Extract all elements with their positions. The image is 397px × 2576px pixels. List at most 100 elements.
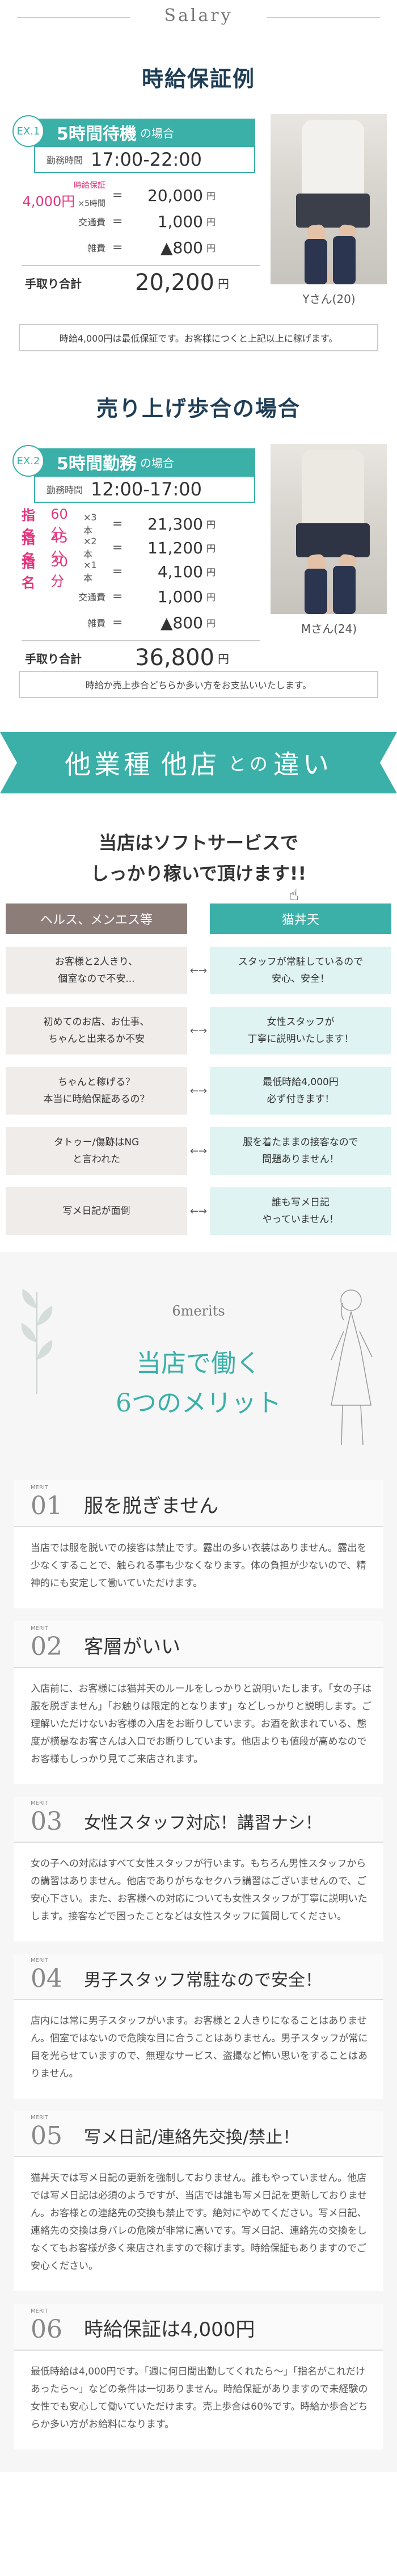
total-value: 20,200 (135, 270, 214, 296)
guarantee-small: 時給保証 (74, 180, 105, 190)
ex2-calc: 指名 60分 ×3本 = 21,300 円 指名 45分 ×2本 = 11,20… (22, 506, 260, 671)
nominate-name: 指名 (22, 531, 35, 567)
calc-row: 雑費 = ▲800 円 (22, 234, 260, 260)
merit-title: 時給保証は4,000円 (84, 2318, 255, 2341)
ex1-bar-main: 5時間待機 (57, 124, 137, 144)
ex2-bar: 5時間勤務 の場合 (34, 448, 255, 476)
merit-number: 03 (31, 1807, 62, 1836)
arrow-icon: ←→ (189, 1145, 208, 1157)
merit-title: 服を脱ぎません (84, 1495, 218, 1518)
compare-heading-line1: 当店はソフトサービスで (98, 832, 298, 854)
salary-heading: Salary (164, 6, 233, 26)
merit-title: 客層がいい (84, 1636, 180, 1658)
compare-row: ちゃんと稼げる？ 本当に時給保証あるの？ ←→ 最低時給4,000円 必ず付きま… (6, 1067, 391, 1115)
ex2-time: 勤務時間 12:00-17:00 (34, 476, 255, 503)
yen-unit: 円 (218, 652, 229, 666)
ex2-bar-suffix: の場合 (140, 456, 174, 470)
yen-unit: 円 (206, 567, 216, 578)
total-row: 手取り合計 36,800 円 (22, 640, 260, 671)
compare-left-cell: お客様と2人きり、 個室なので不安... (6, 947, 187, 994)
total-label: 手取り合計 (25, 276, 82, 291)
pointing-hand-icon: ☝ (289, 885, 299, 904)
ex2-time-value: 12:00-17:00 (91, 478, 202, 500)
equals-sign: = (112, 564, 123, 579)
equals-sign: = (112, 540, 123, 555)
merit-number: 06 (31, 2315, 62, 2344)
compare-table: ヘルス、メンエス等 ☝ 猫丼天 お客様と2人きり、 個室なので不安... ←→ … (6, 885, 391, 1235)
calc-row: 時給保証 4,000円 ×5時間 = 20,000 円 (22, 181, 260, 210)
merit-body: 女の子への対応はすべて女性スタッフが行います。もちろん男性スタッフからの講習はあ… (31, 1858, 368, 1922)
merit-body: 猫丼天では写メ日記の更新を強制しておりません。誰もやっていません。他店では写メ日… (31, 2172, 368, 2272)
nominate-row: 指名 30分 ×1本 = 4,100 円 (22, 554, 260, 591)
compare-right-cell: 女性スタッフが 丁寧に説明いたします！ (210, 1007, 391, 1054)
compare-right-cell: 服を着たままの接客なので 問題ありません！ (210, 1127, 391, 1175)
merit-body: 入店前に、お客様には猫丼天のルールをしっかりと説明いたします。「女の子は服を脱ぎ… (31, 1683, 372, 1765)
calc-value: 4,100 (157, 562, 203, 581)
banner-part3: との (228, 753, 271, 775)
calc-value: 1,000 (157, 587, 203, 606)
yen-unit: 円 (218, 276, 229, 291)
calc-value: 20,000 (147, 186, 203, 205)
yen-unit: 円 (206, 519, 216, 530)
merit-title: 男子スタッフ常駐なので安全！ (84, 1970, 322, 1990)
our-shop-header-label: 猫丼天 (281, 913, 319, 927)
compare-row: 写メ日記が面倒 ←→ 誰も写メ日記 やっていません！ (6, 1187, 391, 1235)
merit-body: 店内には常に男子スタッフがいます。お客様と２人きりになることはありません。個室で… (31, 2015, 368, 2079)
banner-part1: 他業種 (65, 749, 154, 780)
arrow-icon: ←→ (189, 1205, 208, 1217)
divider-line (267, 17, 380, 18)
compare-heading: 当店はソフトサービスで しっかり稼いで頂けます!! (0, 827, 397, 889)
guarantee-cell: 時給保証 4,000円 ×5時間 (22, 181, 112, 210)
merit-label: MERIT (31, 2115, 48, 2121)
merit-label: MERIT (31, 1625, 48, 1632)
merit-body: 当店では服を脱いでの接客は禁止です。露出の多い衣装はありません。露出を少なくする… (31, 1543, 367, 1589)
ex2-note: 時給か売上歩合どちらか多い方をお支払いいたします。 (19, 671, 378, 698)
yen-unit: 円 (206, 243, 216, 254)
equals-sign: = (112, 214, 123, 229)
merit-number: 05 (31, 2121, 62, 2150)
compare-left-cell: タトゥー/傷跡はNG と言われた (6, 1127, 187, 1175)
guarantee-mult: ×5時間 (78, 199, 105, 208)
nominate-count: ×1本 (83, 559, 97, 583)
ex1-bar-suffix: の場合 (140, 126, 174, 140)
equals-sign: = (112, 516, 123, 531)
equals-sign: = (112, 615, 123, 630)
compare-left-cell: 初めてのお店、お仕事、 ちゃんと出来るか不安 (6, 1007, 187, 1054)
divider-line (17, 17, 130, 18)
calc-value: ▲800 (161, 613, 203, 632)
guarantee-value: 4,000円 (22, 193, 75, 209)
arrow-icon: ←→ (189, 1085, 208, 1097)
merits-subtitle: 6merits (172, 1303, 225, 1319)
ex1-time-value: 17:00-22:00 (91, 149, 202, 170)
merit-number: 04 (31, 1964, 62, 1993)
ex1-section-title: 時給保証例 (141, 66, 255, 91)
compare-left-cell: 写メ日記が面倒 (6, 1187, 187, 1235)
ex2-block: EX.2 5時間勤務 の場合 勤務時間 12:00-17:00 指名 60分 ×… (0, 439, 397, 671)
merits-title-line1: 当店で働く (136, 1349, 261, 1378)
nominate-count: ×3本 (83, 511, 97, 536)
compare-row: タトゥー/傷跡はNG と言われた ←→ 服を着たままの接客なので 問題ありません… (6, 1127, 391, 1175)
banner-part2: 他店 (161, 749, 221, 780)
nominate-row: 指名 60分 ×3本 = 21,300 円 (22, 506, 260, 544)
calc-row: 雑費 = ▲800 円 (22, 610, 260, 636)
ex1-time-label: 勤務時間 (47, 155, 83, 166)
salary-header: Salary (0, 0, 397, 34)
merits-header: 6merits 当店で働く 6つのメリット (0, 1275, 397, 1468)
compare-header-row: ヘルス、メンエス等 ☝ 猫丼天 (6, 885, 391, 934)
compare-right-cell: 最低時給4,000円 必ず付きます！ (210, 1067, 391, 1115)
nominate-minutes: 60分 (50, 506, 68, 541)
compare-right-cell: 誰も写メ日記 やっていません！ (210, 1187, 391, 1235)
ex2-badge: EX.2 (12, 445, 44, 477)
merit-body: 最低時給は4,000円です。「週に何日間出勤してくれたら〜」「指名がこれだけあっ… (31, 2366, 368, 2430)
calc-row: 交通費 = 1,000 円 (22, 208, 260, 234)
merit-number: 02 (31, 1632, 62, 1661)
merit-title: 写メ日記/連絡先交換/禁止！ (84, 2128, 300, 2148)
equals-sign: = (112, 589, 123, 604)
merit-label: MERIT (31, 1957, 48, 1964)
photo-caption: Yさん(20) (302, 292, 356, 306)
